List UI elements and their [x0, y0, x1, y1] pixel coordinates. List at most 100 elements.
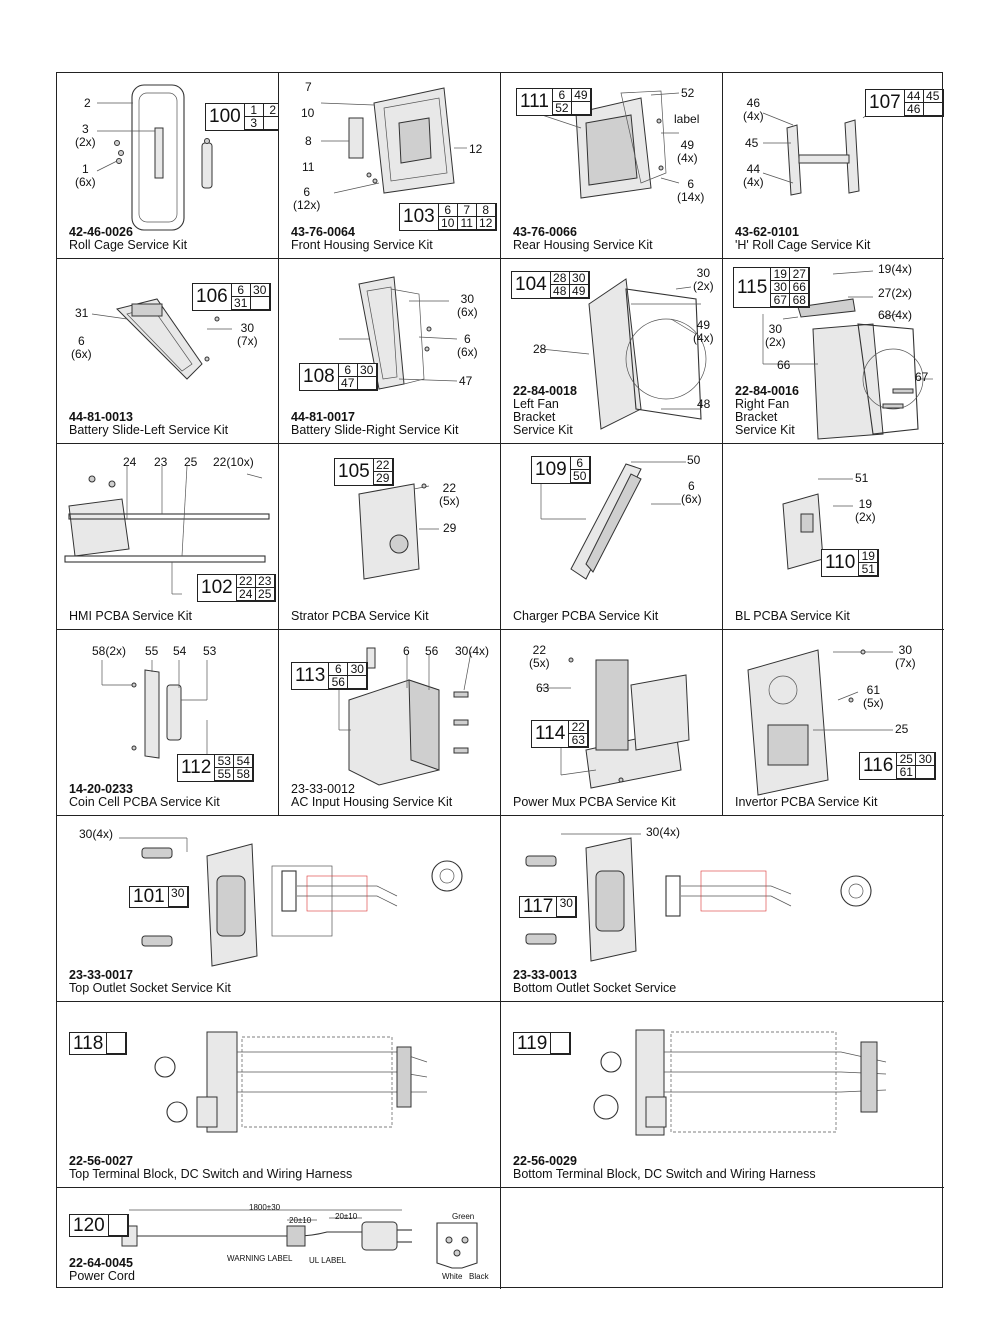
callout-3: 3 (2x) — [75, 123, 96, 149]
kit-item: 2 — [263, 104, 278, 117]
kit-item — [916, 766, 936, 779]
callout-1: 1 (6x) — [75, 163, 96, 189]
caption: 42-46-0026 Roll Cage Service Kit — [69, 226, 187, 252]
callout-30: 30 (6x) — [457, 293, 478, 319]
kit-title: Roll Cage Service Kit — [69, 238, 188, 252]
kit-item: 6 — [231, 284, 251, 297]
callout-10: 10 — [301, 106, 315, 120]
cell-power-mux-pcba: 22 (5x) 63 114 22 63 Power Mux PCBA Serv… — [501, 630, 723, 816]
kit-title: Top Outlet Socket Service Kit — [69, 981, 231, 995]
callout-29: 29 — [443, 521, 457, 535]
kit-title: Coin Cell PCBA Service Kit — [69, 795, 220, 809]
top-terminal-block-drawing — [154, 1031, 428, 1133]
callout-24: 24 — [123, 455, 137, 469]
kit-item: 6 — [338, 364, 358, 377]
kit-item: 47 — [338, 377, 358, 390]
kit-item: 6 — [438, 204, 458, 217]
kit-item: 31 — [231, 297, 251, 310]
cell-bottom-terminal-block: 119 22-56-0029 Bottom Terminal Block, DC… — [501, 1002, 944, 1188]
callout-30: 30(4x) — [455, 644, 490, 658]
part-number: 14-20-0233 — [69, 782, 133, 796]
dimension-a: 20±10 — [289, 1216, 312, 1225]
h-roll-cage-drawing — [762, 110, 872, 196]
kit-item — [357, 377, 377, 390]
warning-label: WARNING LABEL — [227, 1254, 293, 1263]
part-number: 22-84-0018 — [513, 384, 577, 398]
callout-47: 47 — [459, 374, 473, 388]
kit-item: 49 — [571, 89, 591, 102]
cell-power-cord: 120 1800±30 20±10 20±10 WARNING LABEL UL… — [57, 1188, 501, 1289]
kit-title: BL PCBA Service Kit — [735, 609, 850, 623]
kit-item: 28 — [550, 272, 570, 285]
kit-item — [348, 676, 368, 689]
callout-25: 25 — [895, 722, 909, 736]
kit-item: 61 — [897, 766, 917, 779]
callout-22: 22(10x) — [213, 455, 254, 469]
caption: 23-33-0012 AC Input Housing Service Kit — [291, 783, 452, 809]
kit-title: Bracket — [513, 410, 556, 424]
callout-23: 23 — [154, 455, 168, 469]
callout-6-text: 6 (6x) — [681, 479, 702, 506]
kit-title: Charger PCBA Service Kit — [513, 609, 659, 623]
kit-title: Battery Slide-Right Service Kit — [291, 423, 459, 437]
callout-3-text: 3 (2x) — [75, 122, 96, 149]
callout-6-text: 6 (14x) — [677, 177, 705, 204]
caption: 23-33-0013 Bottom Outlet Socket Service — [513, 969, 676, 995]
callout-30-text: 30 (2x) — [765, 322, 786, 349]
kit-item: 30 — [168, 887, 188, 907]
callout-61-text: 61 (5x) — [863, 683, 884, 710]
callout-51: 51 — [855, 471, 869, 485]
part-number: 43-76-0066 — [513, 225, 577, 239]
kit-box-101: 101 30 — [129, 886, 189, 908]
kit-title: Bottom Outlet Socket Service — [513, 981, 677, 995]
kit-number: 118 — [70, 1033, 108, 1054]
callout-30-text: 30 (2x) — [693, 266, 714, 293]
kit-item: 6 — [552, 89, 572, 102]
kit-box-105: 105 22 29 — [334, 458, 394, 486]
kit-title: Rear Housing Service Kit — [513, 238, 653, 252]
kit-number: 103 — [400, 204, 439, 230]
kit-number: 109 — [532, 457, 571, 483]
rear-housing-drawing — [535, 90, 680, 199]
cell-top-outlet-socket: 30(4x) 101 30 23-33-0017 Top Outlet Sock… — [57, 816, 501, 1002]
kit-item — [108, 1215, 128, 1236]
cell-top-terminal-block: 118 22-56-0027 Top Terminal Block, DC Sw… — [57, 1002, 501, 1188]
kit-item: 11 — [457, 217, 477, 230]
kit-item: 30 — [348, 663, 368, 676]
dimension-b: 20±10 — [335, 1212, 358, 1221]
callout-46: 46 (4x) — [743, 97, 764, 123]
kit-title: HMI PCBA Service Kit — [69, 609, 192, 623]
kit-number: 105 — [335, 459, 374, 485]
callout-55: 55 — [145, 644, 159, 658]
ul-label: UL LABEL — [309, 1256, 347, 1265]
kit-item: 67 — [771, 294, 791, 307]
hmi-pcba-drawing — [64, 465, 270, 595]
kit-number: 114 — [532, 721, 570, 747]
kit-item: 45 — [923, 90, 943, 103]
callout-30: 30 (7x) — [895, 644, 916, 670]
callout-8: 8 — [305, 134, 312, 148]
kit-title: Power Cord — [69, 1269, 135, 1283]
invertor-pcba-drawing — [747, 649, 893, 796]
callout-30: 30 (2x) — [693, 267, 714, 293]
part-number: 43-62-0101 — [735, 225, 799, 239]
left-fan-bracket-drawing — [540, 278, 707, 430]
kit-item: 30 — [557, 897, 577, 917]
caption: HMI PCBA Service Kit — [69, 610, 192, 623]
callout-49-text: 49 (4x) — [677, 138, 698, 165]
kit-title: Battery Slide-Left Service Kit — [69, 423, 229, 437]
caption: Power Mux PCBA Service Kit — [513, 796, 676, 809]
caption: 44-81-0013 Battery Slide-Left Service Ki… — [69, 411, 228, 437]
battery-slide-right-drawing — [339, 276, 458, 390]
callout-44: 44 (4x) — [743, 163, 764, 189]
callout-6-text: 6 (6x) — [71, 334, 92, 361]
kit-box-120: 120 — [69, 1214, 129, 1237]
callout-6: 6 (6x) — [681, 480, 702, 506]
callout-6: 6 (12x) — [293, 186, 320, 212]
